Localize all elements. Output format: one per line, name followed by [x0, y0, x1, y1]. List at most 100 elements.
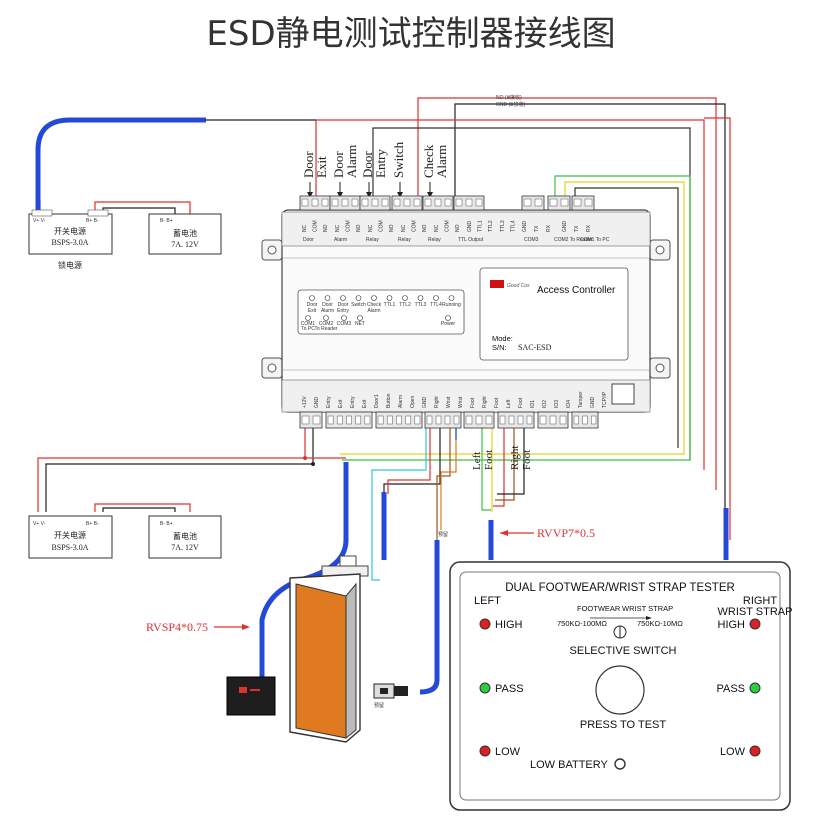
led-row2-0: [305, 315, 311, 321]
top-group-label-7: COM2 To Reader: [554, 237, 593, 243]
top-group-label-6: COM3: [524, 237, 539, 243]
bottom-terminal-label-24: GND: [590, 397, 596, 409]
bottom-terminal-label-0: +12V: [302, 396, 308, 408]
foot-labels: Left Foot Right Foot: [471, 446, 533, 470]
top-terminal-label-21: TX: [534, 225, 540, 232]
psu-name: 开关电源: [54, 226, 86, 236]
sn-value: SAC-ESD: [518, 343, 552, 352]
top-group-label-1: Alarm: [334, 237, 347, 243]
door-sensor-note: 预留: [438, 531, 448, 538]
bottom-terminal-label-13: Wrist: [458, 396, 464, 408]
relay-label-2: Door: [360, 151, 375, 178]
brand-logo: [490, 280, 504, 288]
relay-label-0: Door: [301, 151, 316, 178]
led-row2-3: [357, 315, 363, 321]
footwear-label: FOOTWEAR: [577, 604, 621, 613]
right-label: Right: [509, 446, 521, 470]
led-8: [433, 295, 439, 301]
led-label-3: Switch: [351, 302, 366, 308]
left-low-label: LOW: [495, 746, 521, 758]
top-terminal-label-5: NO: [356, 224, 362, 232]
led-row2-1: [323, 315, 329, 321]
controller-name: Access Controller: [537, 285, 616, 296]
bottom-terminal-label-23: Tamper: [578, 391, 584, 408]
top-terminal-label-2: NO: [323, 224, 329, 232]
tester-left-label: LEFT: [474, 595, 501, 607]
relay-label-3: Switch: [391, 141, 406, 178]
led-label-0: Door: [307, 302, 318, 308]
left-foot-label: Foot: [483, 450, 495, 470]
led-1: [324, 295, 331, 301]
top-terminal-label-1: COM: [313, 220, 319, 232]
relay-label-2-line2: Entry: [373, 149, 388, 178]
top-terminal-label-22: RX: [546, 224, 552, 232]
led-label-0-line1: Exit: [308, 308, 317, 314]
top-terminal-label-19: TTL4: [511, 220, 517, 232]
led-5: [386, 295, 393, 301]
tester-title: DUAL FOOTWEAR/WRIST STRAP TESTER: [505, 582, 735, 594]
left-low-led: [479, 745, 491, 757]
psu-pins: V+ V-: [33, 218, 46, 224]
battery-top: B- B+ 蓄电池 7A. 12V: [148, 213, 222, 255]
top-terminal-label-11: NO: [422, 224, 428, 232]
right-high-led: [749, 618, 761, 630]
led-label-6: TTL2: [399, 302, 411, 308]
esd-tester: DUAL FOOTWEAR/WRIST STRAP TESTER LEFT RI…: [449, 561, 792, 811]
press-to-test-button[interactable]: [595, 665, 645, 715]
top-terminal-label-17: TTL2: [488, 220, 494, 232]
led-4: [371, 295, 377, 301]
card-reader: [226, 676, 276, 716]
cable-rvsp-label: RVSP4*0.75: [146, 620, 208, 634]
psu-model: BSPS-3.0A: [51, 543, 88, 552]
top-group-label-5: TTL Output: [458, 237, 484, 243]
left-label: Left: [471, 452, 483, 470]
led-row2-label-4: Power: [441, 321, 456, 327]
wire-label-gnd: GND (Ⅲ接收): [496, 101, 526, 108]
top-terminal-label-18: TTL3: [500, 220, 506, 232]
bottom-terminal-blocks: [299, 383, 635, 429]
top-group-label-8: COM1 To PC: [580, 237, 610, 243]
bottom-terminal-label-21: IO3: [554, 400, 560, 408]
bottom-terminal-label-8: Alarm: [398, 395, 404, 408]
bottom-terminal-label-14: Foot: [470, 397, 476, 408]
sn-label: S/N:: [492, 343, 507, 352]
right-pass-led: [749, 682, 761, 694]
battery-name: 蓄电池: [173, 228, 197, 238]
led-row2-label-1: COM2: [319, 321, 334, 327]
bottom-terminal-label-18: Foot: [518, 397, 524, 408]
page-title: ESD静电测试控制器接线图: [206, 14, 615, 54]
bottom-terminal-label-9: Open: [410, 396, 416, 408]
bottom-terminal-label-4: Entry: [350, 396, 356, 408]
mode-label: Mode:: [492, 334, 513, 343]
top-terminal-label-9: NC: [401, 224, 407, 232]
right-pass-label: PASS: [716, 683, 745, 695]
low-battery-label: LOW BATTERY: [530, 759, 608, 771]
bottom-terminal-label-22: IO4: [566, 400, 572, 408]
bottom-terminal-label-20: IO2: [542, 400, 548, 408]
bottom-terminal-label-2: Entry: [326, 396, 332, 408]
led-label-4: Check: [367, 302, 382, 308]
top-terminal-label-24: TX: [574, 225, 580, 232]
top-group-label-4: Relay: [428, 237, 441, 243]
relay-label-0-line2: Exit: [314, 156, 329, 178]
bottom-terminal-label-6: Door1: [374, 394, 380, 408]
low-battery-led: [614, 758, 626, 770]
led-row2-4: [445, 315, 451, 321]
top-group-label-2: Relay: [366, 237, 379, 243]
bottom-terminal-block-3: [424, 411, 462, 429]
led-7: [417, 295, 424, 301]
right-low-label: LOW: [720, 746, 746, 758]
bottom-terminal-label-11: Right: [434, 396, 440, 408]
relay-label-1-line2: Alarm: [344, 145, 359, 178]
led-label-7: TTL3: [415, 302, 427, 308]
led-row2-label-1-line1: To Reader: [314, 326, 337, 332]
top-terminal-label-7: COM: [379, 220, 385, 232]
left-high-label: HIGH: [495, 619, 523, 631]
left-pass-label: PASS: [495, 683, 524, 695]
press-to-test-label: PRESS TO TEST: [580, 719, 666, 731]
top-terminal-label-14: NO: [455, 224, 461, 232]
right-foot-label: Foot: [521, 450, 533, 470]
